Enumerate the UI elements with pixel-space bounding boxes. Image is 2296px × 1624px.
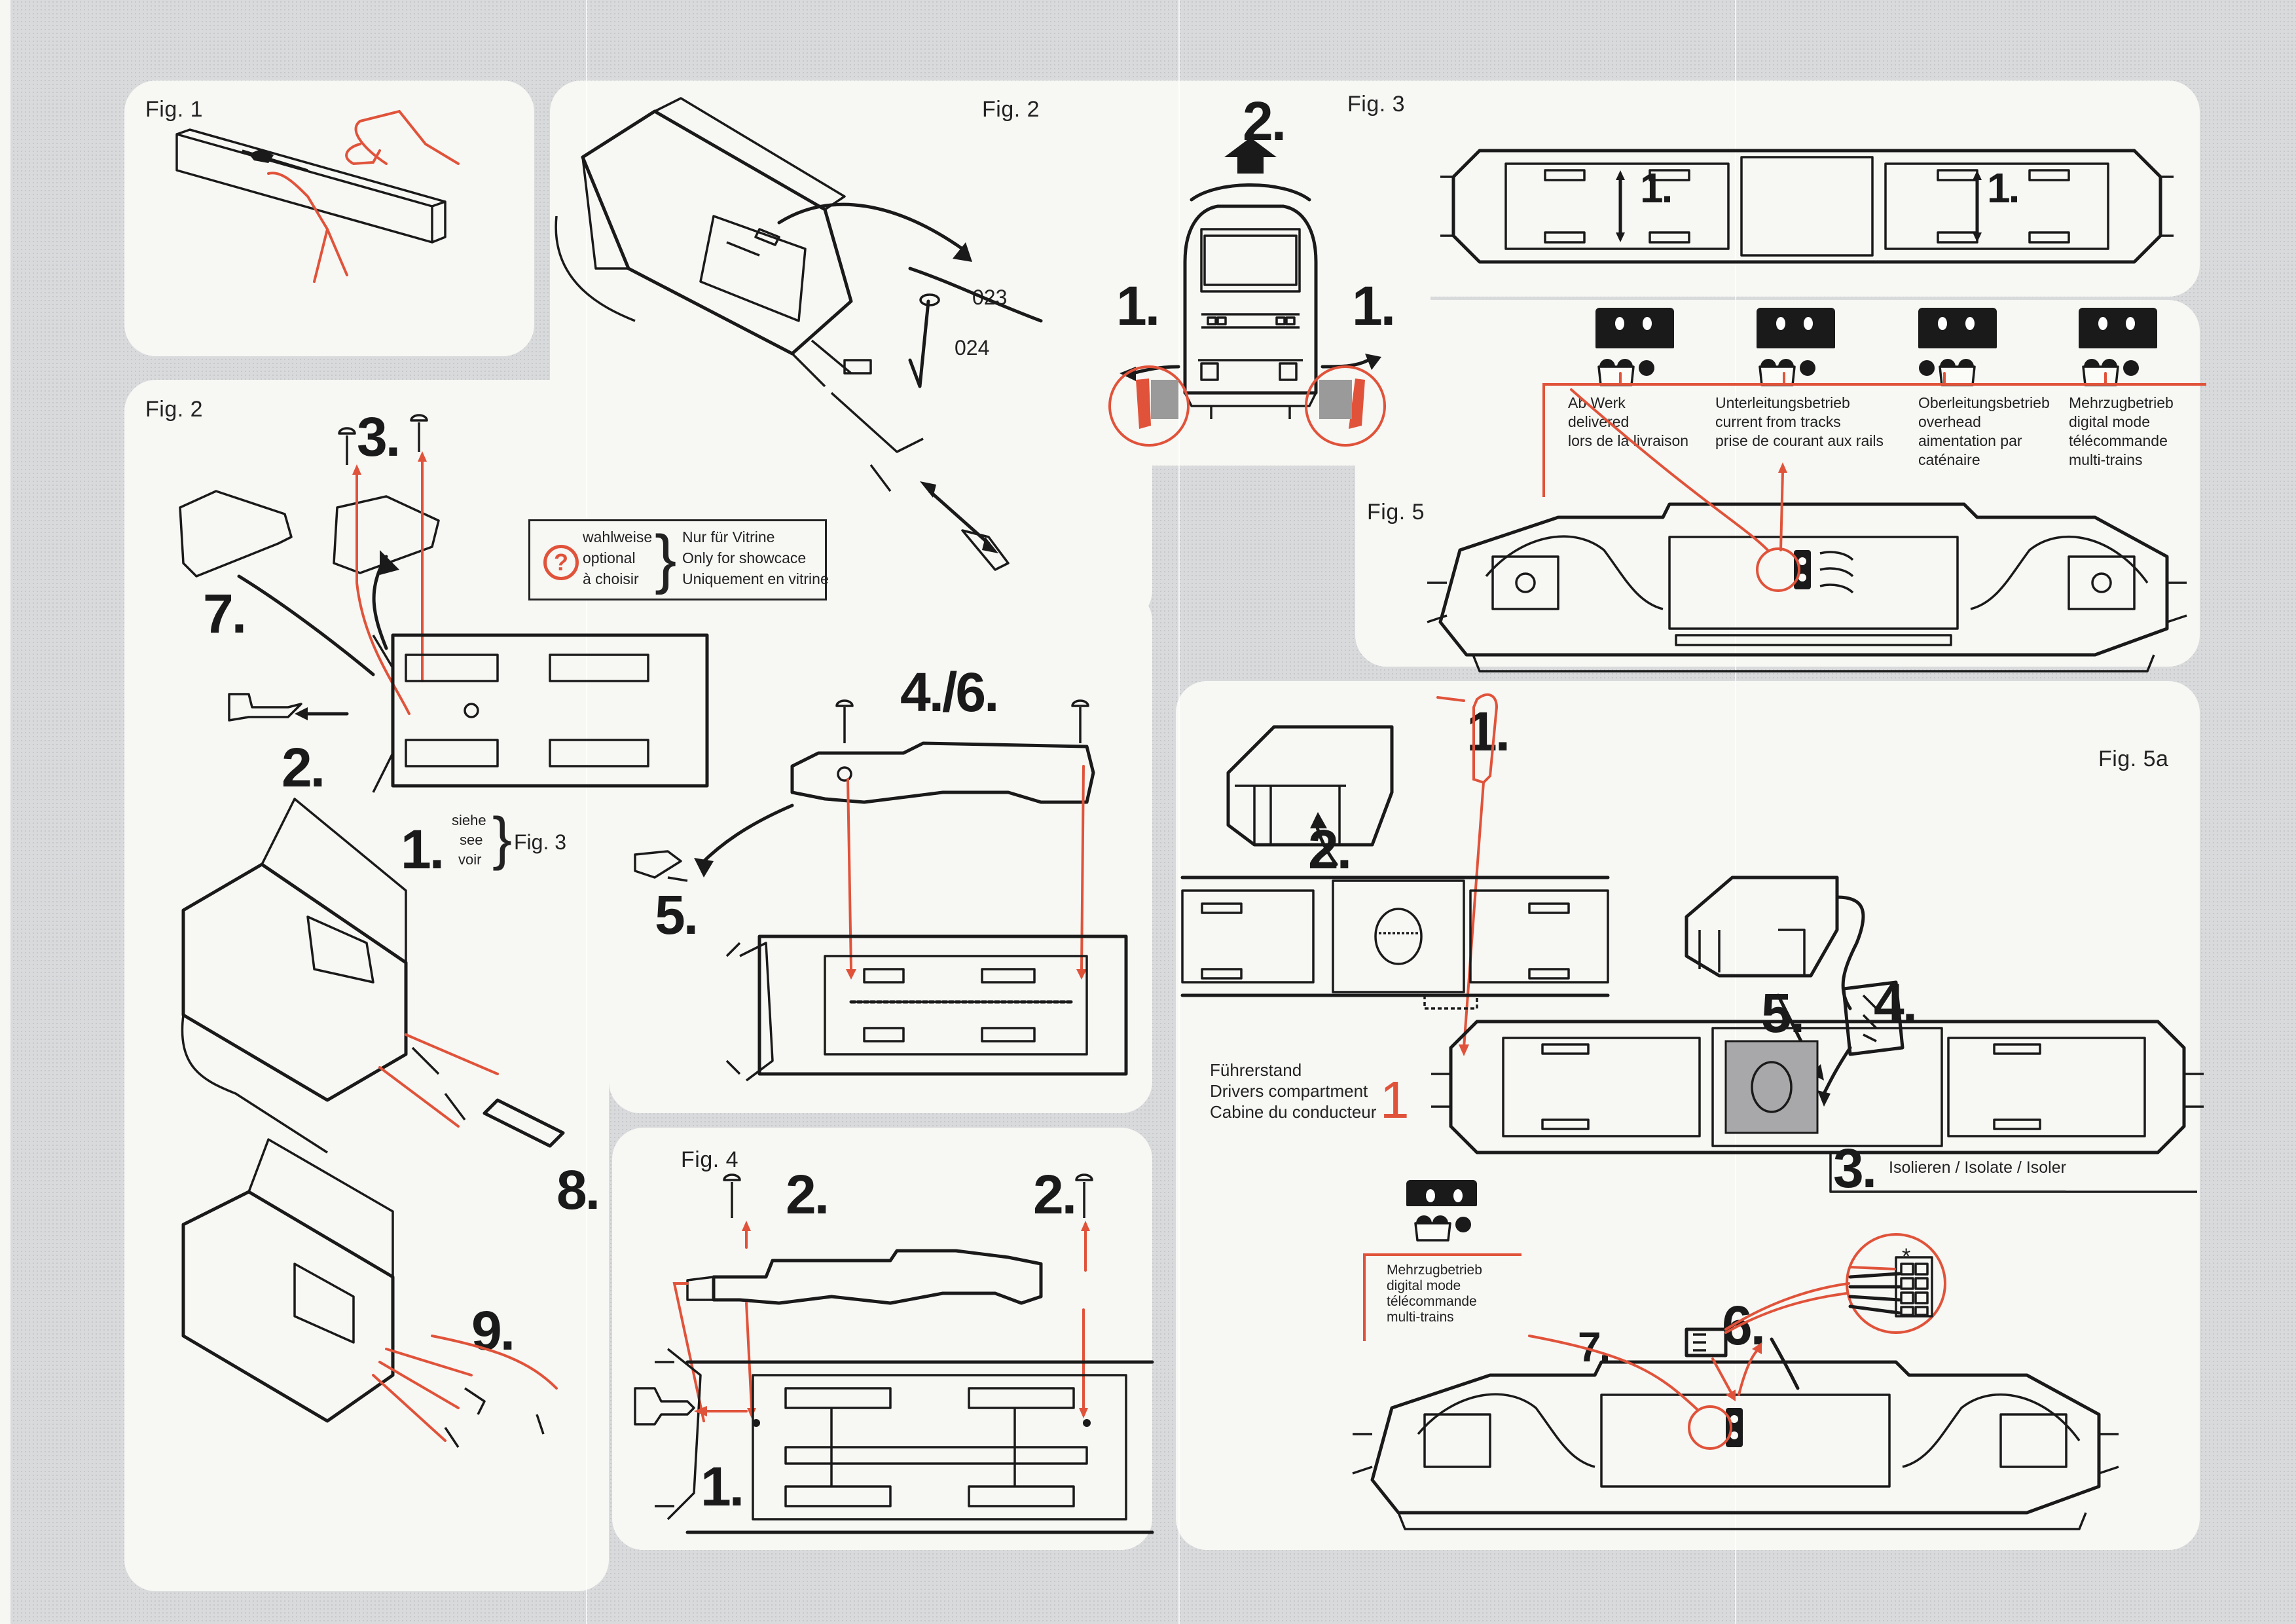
digital-mode-extra: multi-trains xyxy=(1387,1310,1454,1325)
fig3-label: Fig. 3 xyxy=(1347,92,1406,117)
see-fig3-link[interactable]: Fig. 3 xyxy=(514,830,567,854)
legend-optional-en: optional xyxy=(583,549,636,566)
step-5: 5. xyxy=(655,884,699,946)
digital-mode-bracket xyxy=(1363,1253,1522,1341)
isolate-underline xyxy=(1830,1190,2066,1192)
legend-showcase-de: Nur für Vitrine xyxy=(682,528,775,545)
jumper-digital-icon xyxy=(1406,1180,1477,1206)
mode-digital-de: Mehrzugbetrieb xyxy=(2069,394,2174,411)
fig2-left-illustration xyxy=(179,414,709,1448)
mode-overhead-de: Oberleitungsbetrieb xyxy=(1918,394,2050,411)
legend-showcase-en: Only for showcace xyxy=(682,549,807,566)
mode-bracket xyxy=(1542,383,2206,497)
fig5-label: Fig. 5 xyxy=(1367,500,1425,525)
mode-track-en: current from tracks xyxy=(1715,413,1841,430)
fig5a-illustration xyxy=(1180,693,2204,1530)
mode-digital-en: digital mode xyxy=(2069,413,2151,430)
fold-line xyxy=(1178,0,1180,1624)
mode-delivered-en: delivered xyxy=(1568,413,1630,430)
fig1-box-illustration xyxy=(175,109,460,283)
fig2-right-lower-illustration xyxy=(634,699,1128,1082)
legend-optional-de: wahlweise xyxy=(583,528,653,545)
step-7: 7. xyxy=(203,583,247,644)
jumper-overhead-icon xyxy=(1918,308,1997,348)
digital-mode-de: Mehrzugbetrieb xyxy=(1387,1263,1482,1278)
jumper-ab-werk-icon xyxy=(1595,308,1674,348)
mode-digital-extra: multi-trains xyxy=(2069,451,2143,468)
isolate-instruction: Isolieren / Isolate / Isoler xyxy=(1889,1158,2066,1177)
step-2b: 2. xyxy=(1033,1164,1077,1225)
step-4-6: 4./6. xyxy=(900,661,999,723)
cab-legend-fr: Cabine du conducteur xyxy=(1210,1102,1377,1122)
jumper-pins xyxy=(1597,359,2139,386)
jumper-digital-icon xyxy=(2079,308,2157,348)
step-3: 3. xyxy=(357,406,401,468)
fig3-bogie-illustration xyxy=(1440,149,2174,264)
fig5a-label: Fig. 5a xyxy=(2098,747,2169,771)
legend-showcase-fr: Uniquement en vitrine xyxy=(682,570,829,587)
panel-fig2-right-lower xyxy=(609,589,1152,1113)
fig4-label: Fig. 4 xyxy=(681,1147,739,1172)
cab-legend-de: Führerstand xyxy=(1210,1060,1302,1080)
panel-fig2-left xyxy=(124,380,609,1591)
fig3-front-illustration xyxy=(1108,138,1386,447)
step-1: 1. xyxy=(701,1456,744,1517)
panel-fig5a xyxy=(1176,681,2200,1550)
jumper-track-icon xyxy=(1757,308,1835,348)
panel-fig5 xyxy=(1355,300,2200,667)
step-1: 1. xyxy=(401,819,445,880)
step-2: 2. xyxy=(1308,819,1352,880)
see-note-see: see xyxy=(460,832,483,848)
mode-track-fr: prise de courant aux rails xyxy=(1715,432,1884,449)
bogie-step-1-left: 1. xyxy=(1640,164,1673,212)
step-1-right: 1. xyxy=(1352,275,1396,337)
fold-line xyxy=(1735,0,1736,1624)
asterisk-marker: * xyxy=(1902,1244,1911,1269)
panel-fig4 xyxy=(612,1128,1152,1550)
fig2-right-label: Fig. 2 xyxy=(982,97,1040,122)
mode-overhead-extra: caténaire xyxy=(1918,451,1980,468)
panel-fig5a-top xyxy=(1176,681,1595,760)
mode-overhead-en: overhead xyxy=(1918,413,1981,430)
step-3: 3. xyxy=(1833,1137,1877,1199)
fig5-chassis-illustration xyxy=(1427,388,2187,673)
mode-overhead-fr: aimentation par xyxy=(1918,432,2022,449)
brace: } xyxy=(655,522,677,595)
bogie-step-1-right: 1. xyxy=(1987,164,2020,212)
question-circle-icon: ? xyxy=(543,545,579,580)
mode-digital-fr: télécommande xyxy=(2069,432,2168,449)
fold-line xyxy=(586,0,587,1624)
jumper-pins xyxy=(1414,1215,1471,1242)
page-margin xyxy=(0,0,10,1624)
fig1-label: Fig. 1 xyxy=(145,97,204,122)
step-2: 2. xyxy=(282,737,325,798)
mode-delivered-de: Ab Werk xyxy=(1568,394,1626,411)
step-9: 9. xyxy=(471,1300,515,1361)
step-2a: 2. xyxy=(786,1164,829,1225)
legend-optional-fr: à choisir xyxy=(583,570,639,587)
digital-mode-en: digital mode xyxy=(1387,1278,1461,1293)
see-note-siehe: siehe xyxy=(452,812,486,828)
see-note-voir: voir xyxy=(458,851,482,868)
mode-track-de: Unterleitungsbetrieb xyxy=(1715,394,1850,411)
mode-delivered-fr: lors de la livraison xyxy=(1568,432,1689,449)
panel-fig1 xyxy=(124,81,534,356)
fig4-illustration xyxy=(634,1173,1154,1534)
fig2-left-label: Fig. 2 xyxy=(145,397,204,422)
brace: } xyxy=(492,806,513,872)
part-number-024: 024 xyxy=(955,336,990,360)
digital-mode-fr: télécommande xyxy=(1387,1294,1477,1309)
cab-number: 1 xyxy=(1380,1071,1409,1129)
step-1-left: 1. xyxy=(1116,275,1160,337)
step-8: 8. xyxy=(556,1159,600,1221)
mode-ticks xyxy=(1619,372,2107,386)
cab-legend-en: Drivers compartment xyxy=(1210,1081,1368,1101)
fig2-right-illustration xyxy=(555,97,1043,571)
step-6: 6. xyxy=(1722,1295,1766,1356)
